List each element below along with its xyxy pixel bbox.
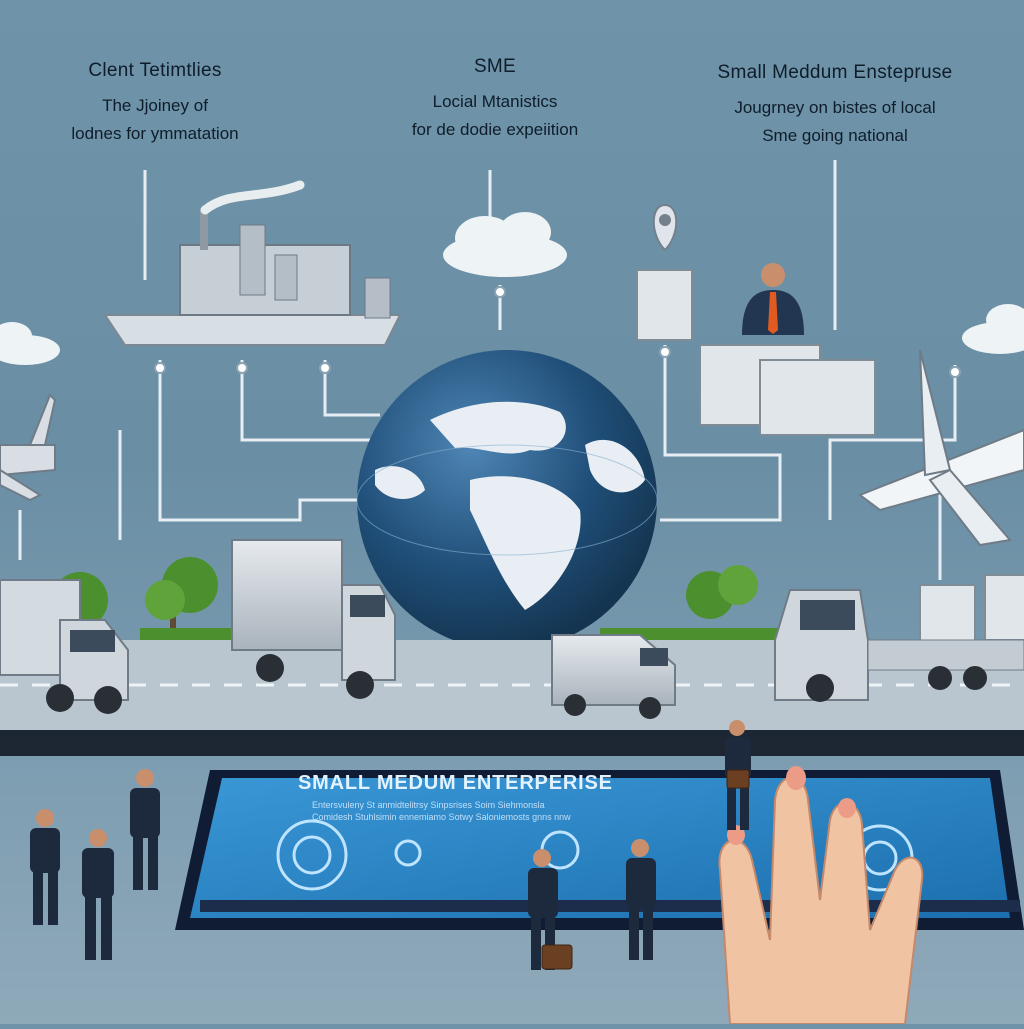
caption-text: Locial Mtanistics for de dodie expeiitio… — [345, 88, 645, 144]
cloud-icon — [443, 212, 567, 277]
box-stack-icon — [636, 269, 1024, 646]
caption-sme: SME Locial Mtanistics for de dodie expei… — [345, 56, 645, 144]
cloud-icon — [0, 322, 60, 365]
businessperson-icon — [725, 720, 751, 830]
businessperson-icon — [626, 839, 656, 960]
caption-client-testimonials: Clent Tetimtlies The Jjoiney of lodnes f… — [30, 60, 280, 148]
factory-icon — [103, 180, 402, 346]
businessperson-icon — [82, 829, 114, 960]
businessperson-icon — [130, 769, 160, 890]
truck-icon — [231, 539, 396, 699]
truck-icon — [0, 579, 129, 714]
caption-text: Jougrney on bistes of local Sme going na… — [660, 94, 1010, 150]
van-icon — [551, 634, 676, 719]
caption-title: SME — [473, 56, 517, 77]
caption-title: Clent Tetimtlies — [88, 60, 222, 81]
caption-line: for de dodie expeiition — [411, 120, 579, 139]
businessperson-icon — [742, 263, 804, 335]
connector-nodes — [154, 286, 961, 378]
caption-line: Locial Mtanistics — [432, 92, 558, 111]
caption-line: Jougrney on bistes of local — [734, 98, 936, 117]
cloud-icon — [962, 304, 1024, 354]
phone-screen-subtext: Comidesh Stuhlsimin ennemiamo Sotwy Salo… — [312, 812, 571, 822]
map-pin-icon — [652, 203, 678, 252]
airplane-icon — [0, 393, 57, 502]
airplane-icon — [857, 349, 1024, 547]
businessperson-icon — [528, 849, 558, 970]
caption-line: Sme going national — [762, 126, 908, 145]
caption-line: The Jjoiney of — [102, 96, 208, 115]
briefcase-icon — [541, 769, 750, 970]
caption-small-medium-enterprise: Small Meddum Enstepruse Jougrney on bist… — [660, 62, 1010, 150]
caption-title: Small Meddum Enstepruse — [717, 62, 953, 83]
caption-text: The Jjoiney of lodnes for ymmatation — [30, 92, 280, 148]
phone-screen-subtext: Entersvuleny St anmidtelitrsy Sinpsrises… — [312, 800, 545, 810]
businessperson-icon — [30, 809, 60, 925]
road-edge — [0, 730, 1024, 756]
truck-icon — [774, 589, 1024, 702]
globe-icon — [356, 350, 658, 650]
caption-line: lodnes for ymmatation — [71, 124, 239, 143]
phone-screen-title: SMALL MEDUM ENTERPERISE — [298, 772, 613, 794]
